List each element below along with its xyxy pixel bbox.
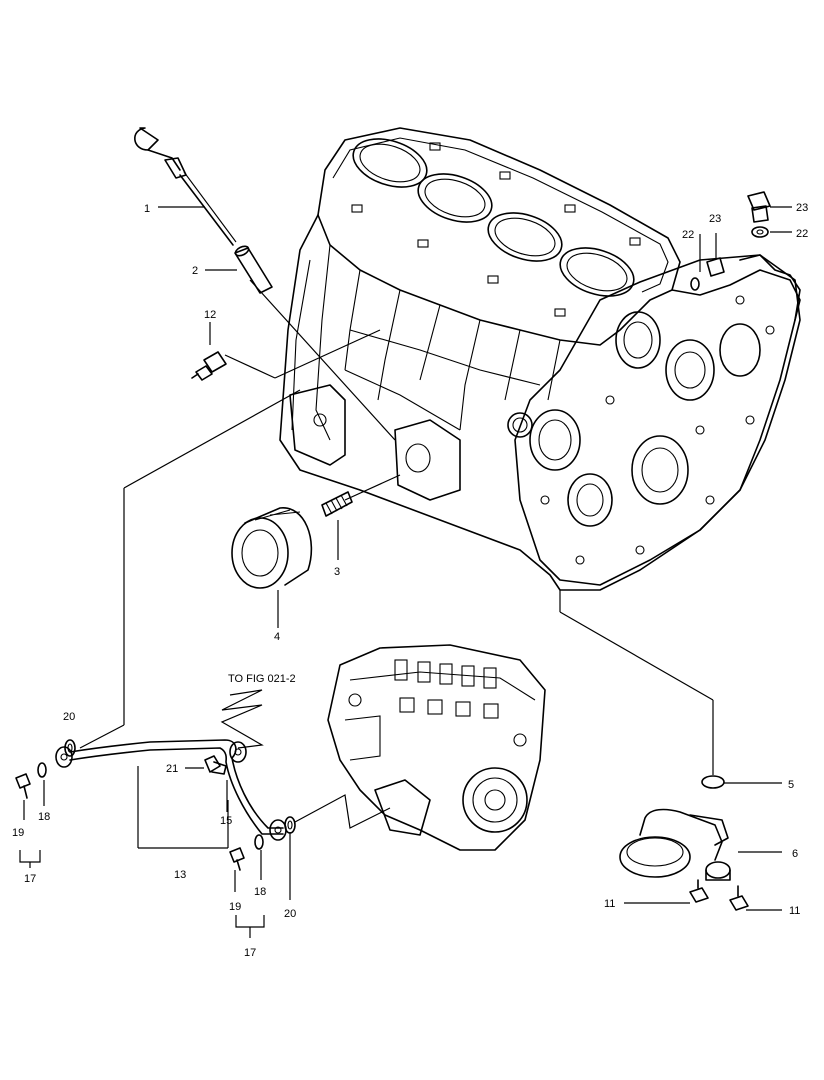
callout-12: 12 <box>204 309 216 321</box>
callout-20-bottom: 20 <box>284 908 296 920</box>
gasket-22 <box>690 226 769 291</box>
callout-5: 5 <box>788 779 794 791</box>
callout-labels: 1 2 12 3 4 22 23 23 22 5 6 11 11 20 21 1… <box>12 202 808 959</box>
callout-11-left: 11 <box>604 898 615 910</box>
callout-22-right: 22 <box>796 228 808 240</box>
callout-18-right: 18 <box>254 886 266 898</box>
injection-pump <box>327 644 546 851</box>
oil-strainer <box>619 808 731 881</box>
callout-23-left: 23 <box>709 213 721 225</box>
banjo-bolt-19 <box>15 773 245 871</box>
engine-block <box>279 127 801 591</box>
leader-lines <box>19 206 792 938</box>
callout-19-right: 19 <box>229 901 241 913</box>
reference-note: TO FIG 021-2 <box>228 673 296 685</box>
relief-spring <box>321 491 353 517</box>
bolt-21 <box>204 755 227 775</box>
callout-2: 2 <box>192 265 198 277</box>
gasket-washer-20 <box>64 739 296 834</box>
washer-18 <box>37 762 264 850</box>
callout-15: 15 <box>220 815 232 827</box>
o-ring-5 <box>701 775 725 789</box>
callout-21: 21 <box>166 763 178 775</box>
callout-1: 1 <box>144 203 150 215</box>
dipstick <box>134 127 237 246</box>
plug-bolt-23 <box>706 191 771 277</box>
callout-11-right: 11 <box>789 905 800 917</box>
callout-3: 3 <box>334 566 340 578</box>
callout-13: 13 <box>174 869 186 881</box>
bolt-11 <box>689 879 749 911</box>
callout-6: 6 <box>792 848 798 860</box>
oil-filter <box>231 507 313 589</box>
callout-17-left: 17 <box>24 873 36 885</box>
callout-20-top: 20 <box>63 711 75 723</box>
callout-19-left: 19 <box>12 827 24 839</box>
oil-pipe <box>55 739 287 841</box>
dipstick-guide-tube <box>234 245 273 294</box>
callout-17-right: 17 <box>244 947 256 959</box>
callout-23-right: 23 <box>796 202 808 214</box>
callout-4: 4 <box>274 631 280 643</box>
oil-pressure-switch <box>191 351 227 381</box>
callout-18-left: 18 <box>38 811 50 823</box>
callout-22-left: 22 <box>682 229 694 241</box>
